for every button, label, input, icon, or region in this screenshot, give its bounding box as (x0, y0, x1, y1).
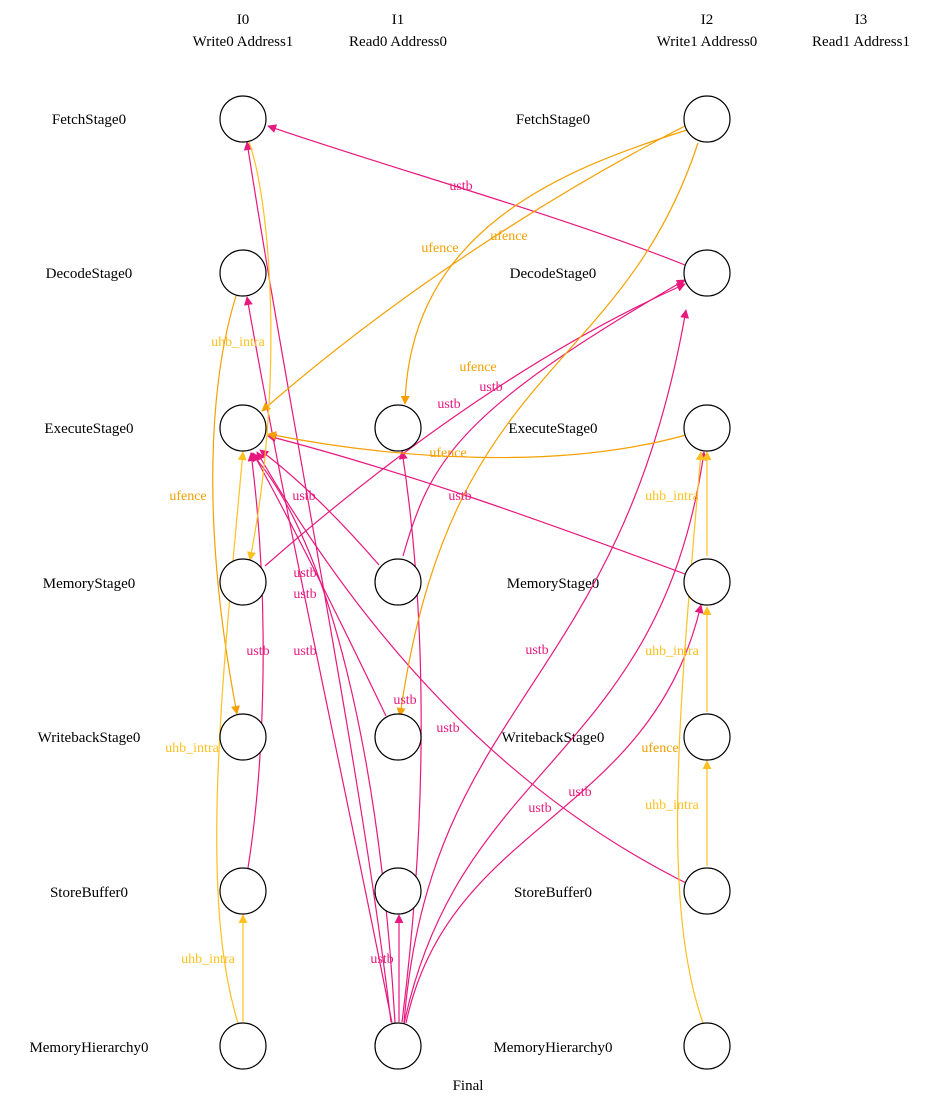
column-title-i2: I2 (701, 12, 714, 28)
stage-label-memory: MemoryStage0 (507, 576, 599, 592)
edge-label-uhb-intra: uhb_intra (645, 798, 699, 813)
edge-label-ustb: ustb (448, 489, 471, 504)
edge-label-ufence: ufence (421, 241, 458, 256)
edge-label-ustb: ustb (437, 397, 460, 412)
node-i1-storebuffer (374, 867, 422, 915)
edge-ustb (398, 450, 422, 1023)
node-i1-memory (374, 558, 422, 606)
edge-label-ustb: ustb (449, 179, 472, 194)
column-title-i0: I0 (237, 12, 250, 28)
edge-label-ustb: ustb (293, 587, 316, 602)
node-i0-decode (219, 249, 267, 297)
edge-ustb (259, 449, 380, 566)
stage-label-memoryhierarchy: MemoryHierarchy0 (493, 1040, 612, 1056)
edge-label-ustb: ustb (292, 489, 315, 504)
edge-label-ufence: ufence (641, 741, 678, 756)
node-i2-memory (683, 558, 731, 606)
edge-label-uhb-intra: uhb_intra (211, 335, 265, 350)
node-i0-memory (219, 558, 267, 606)
edge-ustb (402, 279, 686, 557)
node-i2-writeback (683, 713, 731, 761)
edge-label-ustb: ustb (568, 785, 591, 800)
nodes (219, 95, 731, 1070)
column-title-i3: I3 (855, 12, 868, 28)
edge-label-uhb-intra: uhb_intra (645, 489, 699, 504)
graph-footer-label: Final (453, 1078, 484, 1094)
edge-ufence (261, 125, 686, 412)
stage-label-storebuffer: StoreBuffer0 (514, 885, 592, 901)
column-subtitle-i3: Read1 Address1 (812, 34, 910, 50)
stage-label-fetch: FetchStage0 (516, 112, 590, 128)
edge-ustb (252, 452, 387, 717)
stage-labels-right: FetchStage0 DecodeStage0 ExecuteStage0 M… (493, 112, 612, 1056)
edge-uhb-intra (216, 451, 247, 1024)
edge-ustb (247, 452, 264, 869)
column-subtitle-i2: Write1 Address0 (657, 34, 758, 50)
edge-ustb (403, 451, 708, 1025)
node-i0-storebuffer (219, 867, 267, 915)
node-i1-memoryhierarchy (374, 1022, 422, 1070)
edge-label-ustb: ustb (528, 801, 551, 816)
node-i0-execute (219, 404, 267, 452)
stage-label-writeback: WritebackStage0 (502, 730, 605, 746)
edge-label-ufence: ufence (169, 489, 206, 504)
edge-ufence (267, 431, 687, 459)
edge-label-uhb-intra: uhb_intra (181, 952, 235, 967)
edge-ustb (243, 296, 393, 1024)
edge-ustb (403, 309, 690, 1024)
edge-label-ustb: ustb (370, 952, 393, 967)
edge-ustb (267, 433, 686, 575)
stage-labels-left: FetchStage0 DecodeStage0 ExecuteStage0 M… (29, 112, 148, 1056)
edge-label-ustb: ustb (525, 643, 548, 658)
edge-label-uhb-intra: uhb_intra (645, 644, 699, 659)
column-subtitle-i0: Write0 Address1 (193, 34, 294, 50)
node-i1-execute (374, 404, 422, 452)
edge-label-ufence: ufence (490, 229, 527, 244)
edge-label-ustb: ustb (293, 644, 316, 659)
edge-ustb (243, 141, 392, 1023)
stage-label-writeback: WritebackStage0 (38, 730, 141, 746)
edge-uhb-intra (676, 451, 705, 1024)
edges (212, 124, 712, 1025)
edge-ufence (400, 129, 688, 405)
edge-ustb (267, 124, 686, 266)
stage-label-decode: DecodeStage0 (46, 266, 133, 282)
column-title-i1: I1 (392, 12, 405, 28)
edge-labels: ustb ufence ufence uhb_intra ufence ustb… (165, 179, 699, 967)
node-i0-fetch (219, 95, 267, 143)
edge-label-ustb: ustb (436, 721, 459, 736)
edge-label-ustb: ustb (393, 693, 416, 708)
node-i2-execute (683, 404, 731, 452)
edge-uhb-intra (247, 141, 272, 561)
edge-label-ufence: ufence (429, 446, 466, 461)
node-i2-memoryhierarchy (683, 1022, 731, 1070)
column-subtitle-i1: Read0 Address0 (349, 34, 447, 50)
edge-label-ustb: ustb (246, 644, 269, 659)
edge-ufence (212, 295, 240, 715)
stage-label-fetch: FetchStage0 (52, 112, 126, 128)
edge-label-ustb: ustb (479, 380, 502, 395)
node-i0-memoryhierarchy (219, 1022, 267, 1070)
node-i2-fetch (683, 95, 731, 143)
stage-label-memory: MemoryStage0 (43, 576, 135, 592)
edge-ustb (264, 283, 686, 567)
edge-ustb (405, 604, 704, 1024)
node-i2-storebuffer (683, 867, 731, 915)
edge-label-ustb: ustb (293, 566, 316, 581)
stage-label-execute: ExecuteStage0 (508, 421, 597, 437)
stage-label-storebuffer: StoreBuffer0 (50, 885, 128, 901)
edge-ustb (250, 452, 396, 1024)
edge-label-ufence: ufence (459, 360, 496, 375)
stage-label-execute: ExecuteStage0 (44, 421, 133, 437)
edge-label-uhb-intra: uhb_intra (165, 741, 219, 756)
node-i0-writeback (219, 713, 267, 761)
node-i2-decode (683, 249, 731, 297)
stage-label-memoryhierarchy: MemoryHierarchy0 (29, 1040, 148, 1056)
edge-ustb (256, 451, 687, 884)
edge-ufence (396, 142, 699, 717)
stage-label-decode: DecodeStage0 (510, 266, 597, 282)
node-i1-writeback (374, 713, 422, 761)
column-headers: I0 Write0 Address1 I1 Read0 Address0 I2 … (193, 12, 910, 50)
